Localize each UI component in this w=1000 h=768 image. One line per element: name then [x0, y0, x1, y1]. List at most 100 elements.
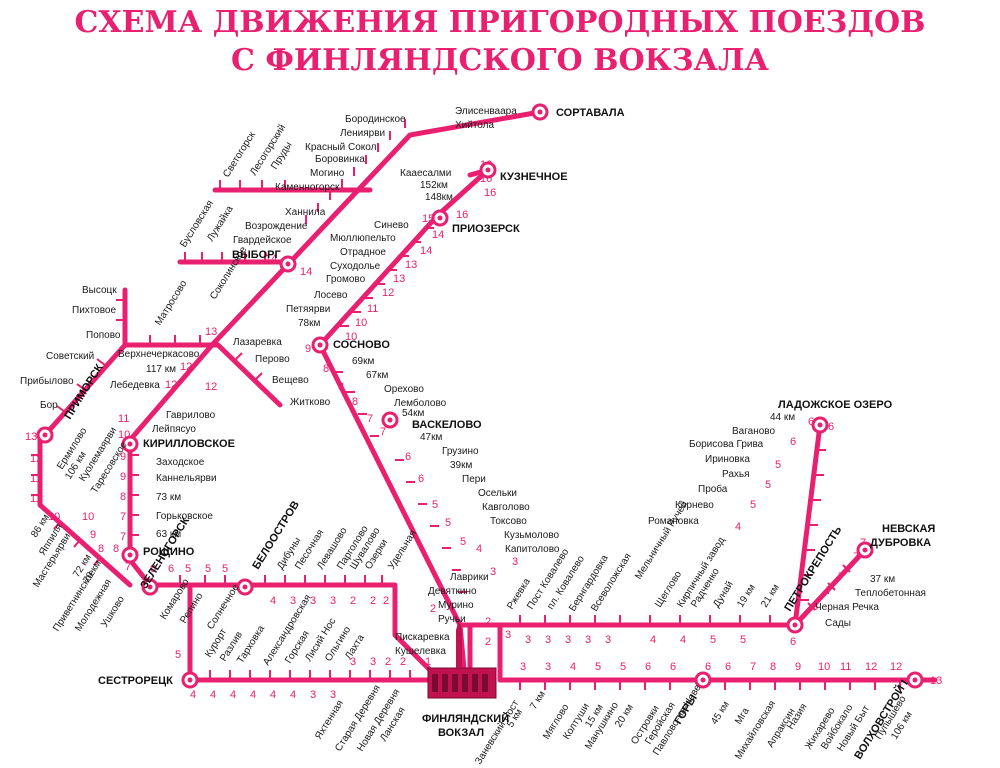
station-label: Отрадное — [340, 247, 386, 258]
map-glyph — [432, 674, 438, 692]
zone-number: 6 — [808, 416, 814, 428]
zone-number: 5 — [595, 661, 601, 673]
station-label: Боровинка — [315, 154, 365, 165]
zone-number: 2 — [385, 656, 391, 668]
label-beloostrov: БЕЛООСТРОВ — [250, 499, 302, 572]
station-label: 69км — [352, 356, 374, 367]
zone-number: 3 — [565, 634, 571, 646]
zone-number: 3 — [585, 634, 591, 646]
station-marker-dot — [387, 417, 393, 423]
label-roshchino: РОЩИНО — [143, 546, 195, 558]
zone-number: 3 — [505, 629, 511, 641]
station-label: 152км — [420, 180, 448, 191]
station-label: Орехово — [384, 384, 424, 395]
station-label: 63 км — [156, 529, 181, 540]
zone-number: 8 — [352, 396, 358, 408]
map-glyph — [800, 449, 826, 601]
zone-number: 2 — [485, 616, 491, 628]
zone-number: 3 — [512, 556, 518, 568]
zone-number: 2 — [383, 595, 389, 607]
map-glyph — [456, 620, 462, 630]
station-marker-dot — [537, 109, 543, 115]
zone-number: 3 — [330, 595, 336, 607]
zone-number: 8 — [323, 363, 329, 375]
map-glyph — [482, 674, 488, 692]
zone-number: 12 — [890, 661, 902, 673]
label-sortavala: СОРТАВАЛА — [556, 107, 625, 119]
zone-number: 3 — [525, 634, 531, 646]
station-label: Девяткино — [428, 586, 477, 597]
station-label: Кавголово — [482, 502, 530, 513]
station-marker-dot — [285, 261, 291, 267]
station-label: Лосево — [314, 290, 348, 301]
zone-number: 13 — [930, 675, 942, 687]
map-glyph — [334, 371, 467, 593]
zone-number: 9 — [120, 471, 126, 483]
zone-number: 6 — [812, 601, 818, 613]
station-label: Мюллюпельто — [330, 233, 396, 244]
zone-number: 11 — [30, 473, 41, 485]
zone-number: 4 — [270, 595, 276, 607]
zone-number: 5 — [620, 661, 626, 673]
station-label: Лейпясуо — [152, 424, 196, 435]
zone-number: 3 — [605, 634, 611, 646]
station-label: Проба — [698, 483, 728, 495]
station-label: Бородинское — [345, 114, 406, 125]
zone-number: 13 — [393, 273, 405, 285]
zone-number: 3 — [490, 566, 496, 578]
map-glyph — [219, 180, 286, 190]
zone-number: 14 — [300, 266, 312, 278]
zone-number: 4 — [210, 689, 216, 701]
track-sortavala-vyborg — [209, 109, 543, 348]
zone-number: 3 — [310, 689, 316, 701]
station-label: Синево — [374, 220, 409, 231]
zone-number: 6 — [405, 451, 411, 463]
station-label: 44 км — [770, 412, 795, 423]
zone-number: 11 — [367, 303, 378, 315]
zone-number: 5 — [222, 563, 228, 575]
station-label: Гаврилово — [166, 410, 216, 421]
station-marker-dot — [700, 677, 706, 683]
zone-number: 10 — [82, 511, 94, 523]
station-label: 45 км — [709, 699, 732, 726]
zone-number: 2 — [370, 595, 376, 607]
station-label: Могино — [310, 168, 345, 179]
zone-number: 7 — [120, 531, 126, 543]
station-marker-dot — [485, 167, 491, 173]
zone-number: 3 — [370, 656, 376, 668]
zone-number: 3 — [350, 656, 356, 668]
map-glyph — [472, 674, 478, 692]
station-marker-dot — [147, 584, 153, 590]
station-marker-dot — [42, 432, 48, 438]
station-label: Сады — [825, 618, 851, 629]
station-label: Солнечное — [205, 582, 242, 631]
station-label: 54км — [402, 408, 424, 419]
station-label: Теплобетонная — [855, 587, 926, 599]
zone-number: 3 — [290, 595, 296, 607]
zone-number: 6 — [790, 436, 796, 448]
zone-number: 8 — [98, 543, 104, 555]
zone-number: 4 — [290, 689, 296, 701]
station-label: 148км — [425, 192, 453, 203]
station-label: 67км — [366, 370, 388, 381]
label-ladozhskoe: ЛАДОЖСКОЕ ОЗЕРО — [778, 399, 893, 411]
station-label: 117 км — [146, 364, 176, 375]
station-label: Возрождение — [245, 221, 308, 232]
station-label: Лемболово — [394, 397, 447, 409]
zone-number: 4 — [650, 634, 656, 646]
zone-number: 5 — [175, 649, 181, 661]
zone-number: 10 — [818, 661, 830, 673]
zone-number: 4 — [230, 689, 236, 701]
zone-number: 6 — [705, 661, 711, 673]
station-label: Перово — [255, 354, 290, 365]
station-label: Дунай — [711, 579, 736, 609]
station-label: Житково — [290, 397, 331, 408]
zone-number: 6 — [725, 661, 731, 673]
zone-number: 3 — [520, 661, 526, 673]
zone-number: 9 — [90, 529, 96, 541]
zone-number: 5 — [750, 499, 756, 511]
station-label: Токсово — [490, 516, 527, 527]
